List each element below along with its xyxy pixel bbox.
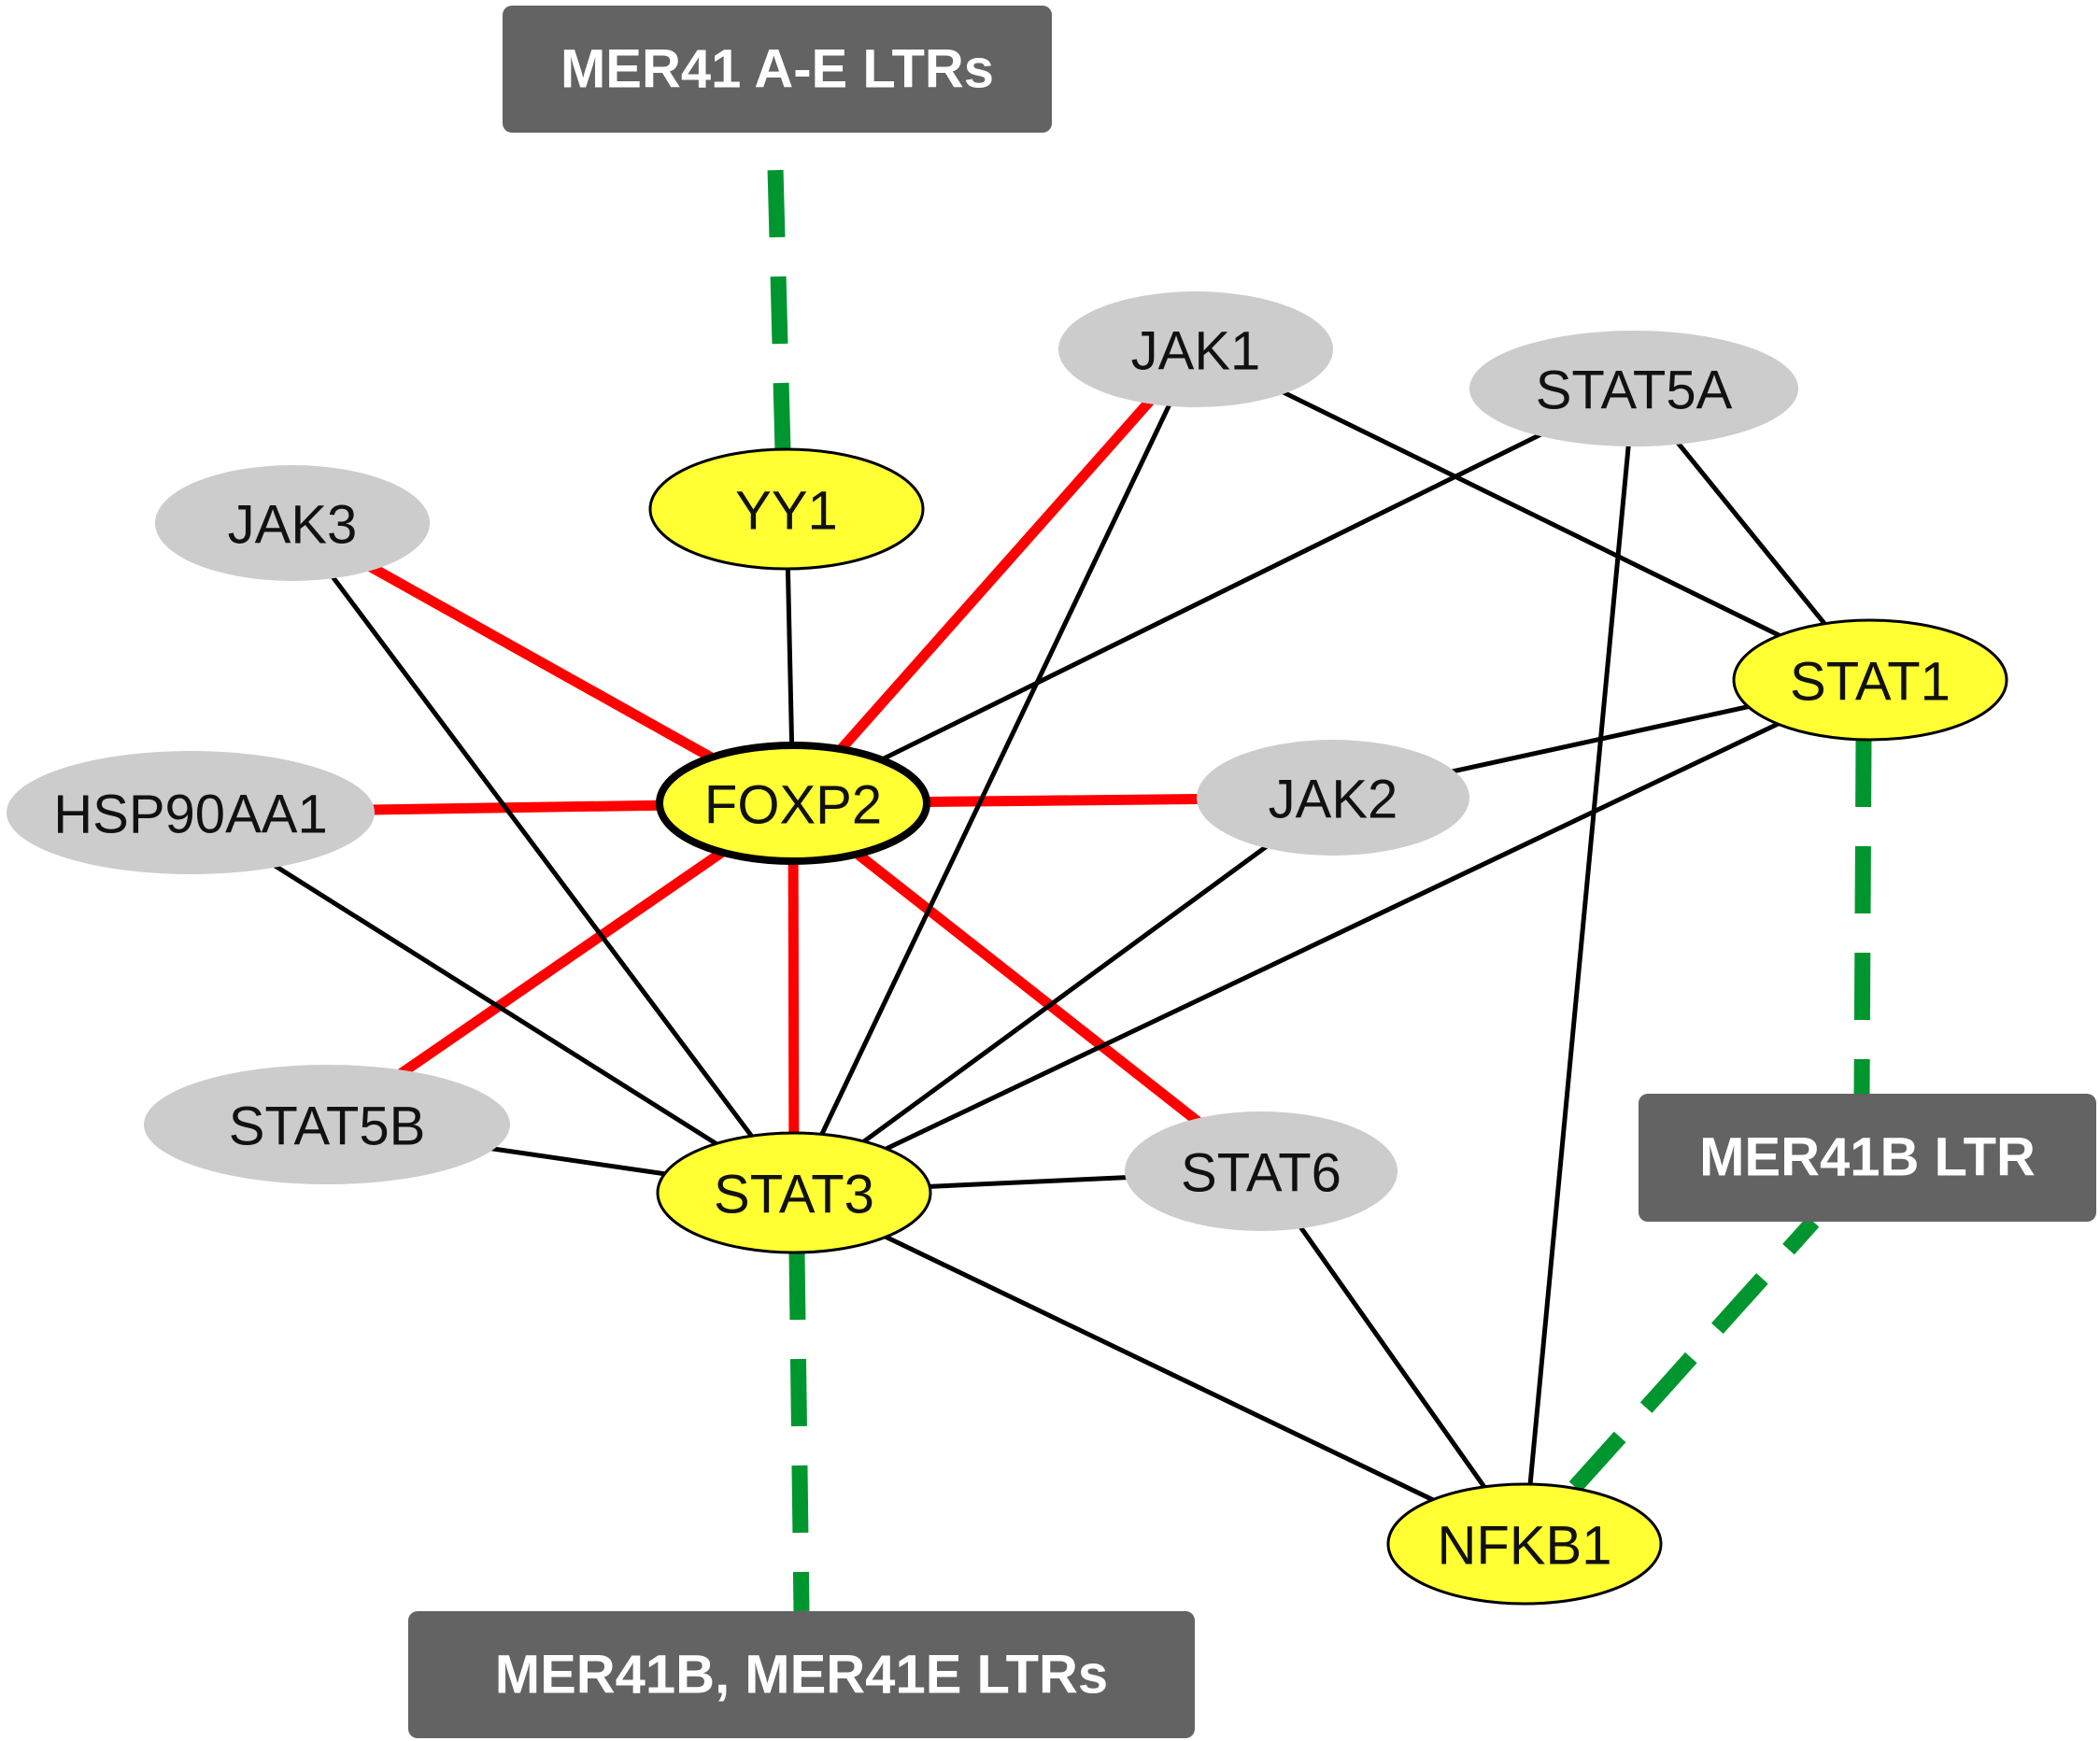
edge-nfkb1-mer41b	[1568, 1216, 1820, 1493]
node-label: STAT3	[714, 1165, 874, 1225]
node-label: JAK1	[1131, 321, 1261, 382]
node-stat1: STAT1	[1732, 618, 2008, 742]
node-label: HSP90AA1	[53, 785, 327, 845]
edge-jak3-stat3	[290, 521, 797, 1195]
edge-jak1-stat1	[1194, 347, 1872, 683]
edge-stat5a-nfkb1	[1522, 388, 1637, 1545]
edge-yy1-mer41_a_e	[766, 132, 791, 451]
edge-foxp2-stat3	[788, 802, 800, 1194]
edge-foxp2-stat5a	[791, 386, 1636, 806]
node-jak1: JAK1	[1058, 291, 1333, 407]
edge-foxp2-stat6	[789, 799, 1265, 1176]
edge-stat1-mer41b	[1853, 739, 1872, 1095]
box-label: MER41B LTR	[1699, 1127, 2036, 1188]
node-yy1: YY1	[648, 447, 925, 571]
node-label: FOXP2	[704, 775, 882, 836]
box-label: MER41 A-E LTRs	[560, 39, 994, 100]
node-label: STAT5A	[1536, 361, 1733, 421]
node-label: NFKB1	[1438, 1516, 1612, 1577]
edge-stat3-stat1	[792, 677, 1872, 1196]
box-label: MER41B, MER41E LTRs	[495, 1645, 1108, 1706]
edge-stat3-nfkb1	[792, 1190, 1526, 1547]
node-jak2: JAK2	[1197, 740, 1469, 856]
edge-stat6-nfkb1	[1258, 1169, 1527, 1546]
node-label: STAT1	[1790, 652, 1951, 713]
node-label: STAT6	[1181, 1143, 1341, 1204]
node-nfkb1: NFKB1	[1386, 1482, 1663, 1606]
node-label: JAK3	[228, 495, 358, 556]
node-stat5a: STAT5A	[1469, 331, 1798, 446]
node-stat5b: STAT5B	[144, 1065, 510, 1184]
node-jak3: JAK3	[155, 465, 430, 581]
node-label: JAK2	[1269, 770, 1398, 830]
edge-stat3-mer41b_e	[788, 1252, 810, 1612]
edge-hsp90aa1-stat3	[189, 810, 796, 1196]
box-mer41-a-e-ltrs: MER41 A-E LTRs	[503, 6, 1052, 133]
edge-foxp2-jak1	[788, 346, 1200, 807]
edge-stat3-jak2	[792, 795, 1335, 1196]
node-label: STAT5B	[229, 1097, 426, 1157]
node-stat3: STAT3	[656, 1131, 932, 1254]
box-mer41b-ltr: MER41B LTR	[1639, 1094, 2096, 1222]
box-mer41b-mer41e-ltrs: MER41B, MER41E LTRs	[408, 1611, 1195, 1738]
node-foxp2: FOXP2	[656, 742, 930, 865]
node-stat6: STAT6	[1125, 1111, 1398, 1231]
node-hsp90aa1: HSP90AA1	[7, 751, 375, 874]
edge-jak1-stat3	[791, 347, 1199, 1195]
node-label: YY1	[735, 481, 838, 542]
